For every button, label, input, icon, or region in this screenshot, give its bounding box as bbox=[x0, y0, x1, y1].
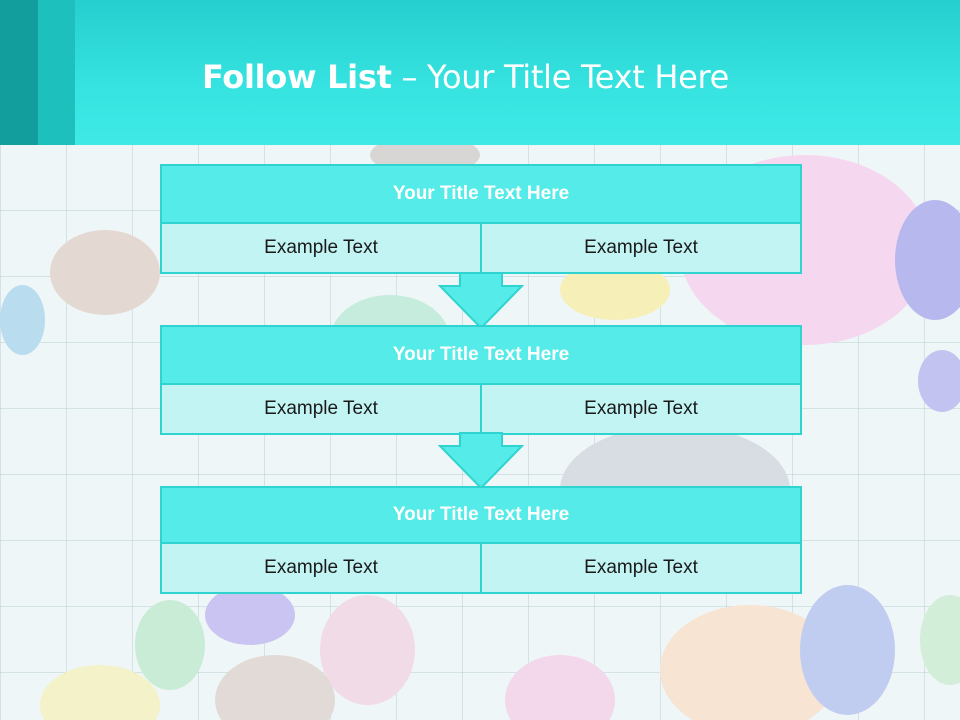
step-2-row: Example Text Example Text bbox=[162, 385, 800, 433]
balloon-bottom-green bbox=[135, 600, 205, 690]
step-1-left-text: Example Text bbox=[264, 237, 378, 258]
balloon-bottom-blue bbox=[800, 585, 895, 715]
step-2-title: Your Title Text Here bbox=[162, 327, 800, 385]
balloon-purple bbox=[895, 200, 960, 320]
step-2-left-text: Example Text bbox=[264, 398, 378, 419]
person-left bbox=[50, 230, 160, 315]
step-3-title: Your Title Text Here bbox=[162, 488, 800, 544]
down-arrow-icon bbox=[438, 272, 524, 330]
flow-step-2: Your Title Text Here Example Text Exampl… bbox=[160, 325, 802, 435]
balloon-blue-left bbox=[0, 285, 45, 355]
step-1-right-text: Example Text bbox=[480, 224, 800, 272]
down-arrow-icon bbox=[438, 432, 524, 490]
header-accent-dark bbox=[0, 0, 38, 145]
step-3-left-text: Example Text bbox=[264, 557, 378, 578]
flow-step-1: Your Title Text Here Example Text Exampl… bbox=[160, 164, 802, 274]
balloon-purple-small bbox=[918, 350, 960, 412]
slide-title-bold: Follow List bbox=[202, 58, 392, 96]
slide-title-rest: – Your Title Text Here bbox=[391, 58, 730, 96]
step-3-right-text: Example Text bbox=[480, 544, 800, 592]
flow-step-3: Your Title Text Here Example Text Exampl… bbox=[160, 486, 802, 594]
header-band: Follow List – Your Title Text Here bbox=[0, 0, 960, 145]
balloon-bottom-pink bbox=[320, 595, 415, 705]
balloon-bottom-purple bbox=[205, 585, 295, 645]
slide-title: Follow List – Your Title Text Here bbox=[202, 52, 729, 102]
step-1-row: Example Text Example Text bbox=[162, 224, 800, 272]
balloon-bottom-green-2 bbox=[920, 595, 960, 685]
balloon-bottom-pink-2 bbox=[505, 655, 615, 720]
step-1-title: Your Title Text Here bbox=[162, 166, 800, 224]
person-bottom bbox=[215, 655, 335, 720]
step-3-row: Example Text Example Text bbox=[162, 544, 800, 592]
header-accent-mid bbox=[38, 0, 75, 145]
step-2-right-text: Example Text bbox=[480, 385, 800, 433]
